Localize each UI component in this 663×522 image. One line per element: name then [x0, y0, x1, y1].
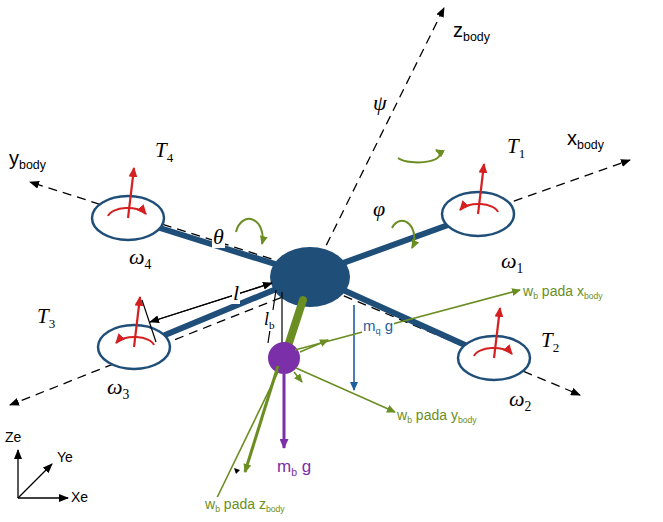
label-text: w — [397, 407, 407, 423]
force-label: wb pada ybody — [396, 408, 478, 425]
label-text: pada y — [416, 407, 458, 423]
subscript: b — [291, 466, 297, 478]
subscript: body — [463, 30, 490, 44]
label-text: x — [567, 127, 577, 149]
label-text: w — [523, 283, 533, 299]
label-text: z — [453, 19, 463, 41]
subscript: 4 — [167, 150, 174, 165]
label-text: y — [9, 147, 19, 169]
subscript: b — [215, 504, 220, 514]
force-label: mqg — [362, 318, 394, 337]
subscript: 1 — [519, 146, 526, 161]
label-text: ψ — [373, 90, 387, 115]
subscript: body — [458, 415, 477, 425]
label-text: m — [363, 317, 376, 334]
label-text: T — [37, 304, 49, 328]
label-text: m — [277, 457, 291, 476]
thrust-label: T4 — [154, 140, 174, 164]
frame-axis: Ze — [4, 430, 22, 444]
length-label: lb — [263, 310, 276, 331]
label-text: l — [233, 280, 239, 305]
label-text: Ze — [5, 429, 21, 445]
label-text: ω — [129, 244, 145, 269]
subscript: body — [19, 158, 46, 172]
axis-label: zbody — [452, 20, 491, 44]
subscript: 4 — [145, 257, 152, 272]
frame-axis: Xe — [70, 490, 89, 504]
rotor-speed: ω3 — [106, 376, 130, 401]
label-text: ω — [509, 386, 525, 411]
subscript: 2 — [553, 340, 560, 355]
length-label: l — [232, 282, 240, 304]
label-text: ω — [107, 374, 123, 399]
subscript: 3 — [49, 316, 56, 331]
subscript: q — [376, 326, 381, 336]
label-text: θ — [213, 224, 224, 249]
label-text: φ — [373, 196, 385, 221]
label-text: g — [302, 457, 311, 476]
frame-axis: Ye — [56, 450, 74, 464]
subscript: body — [584, 291, 603, 301]
label-text: T — [155, 138, 167, 162]
label-text: ω — [501, 248, 517, 273]
thrust-label: T1 — [506, 136, 526, 160]
force-label: wb pada zbody — [204, 497, 286, 514]
label-text: pada x — [542, 283, 584, 299]
subscript: b — [533, 291, 538, 301]
force-label: wb pada xbody — [522, 284, 604, 301]
subscript: b — [269, 319, 275, 331]
thrust-label: T2 — [540, 330, 560, 354]
label-text: Ye — [57, 449, 73, 465]
thrust-label: T3 — [36, 306, 56, 330]
subscript: 2 — [525, 399, 532, 414]
label-text: pada z — [224, 496, 266, 512]
label-text: T — [541, 328, 553, 352]
axis-label: ybody — [8, 148, 47, 172]
label-text: l — [264, 309, 269, 329]
subscript: 3 — [123, 387, 130, 402]
rotor-speed: ω2 — [508, 388, 532, 413]
subscript: 1 — [517, 261, 524, 276]
subscript: body — [266, 504, 285, 514]
axis-label: xbody — [566, 128, 605, 152]
label-text: w — [205, 496, 215, 512]
force-label: mbg — [276, 458, 312, 477]
rotor-speed: ω4 — [128, 246, 152, 271]
label-text: T — [507, 134, 519, 158]
subscript: b — [407, 415, 412, 425]
subscript: body — [577, 138, 604, 152]
rotor-speed: ω1 — [500, 250, 524, 275]
label-text: Xe — [71, 489, 88, 505]
label-text: g — [385, 317, 393, 334]
angle-symbol: φ — [372, 198, 386, 220]
angle-symbol: ψ — [372, 92, 388, 114]
angle-symbol: θ — [212, 226, 225, 248]
